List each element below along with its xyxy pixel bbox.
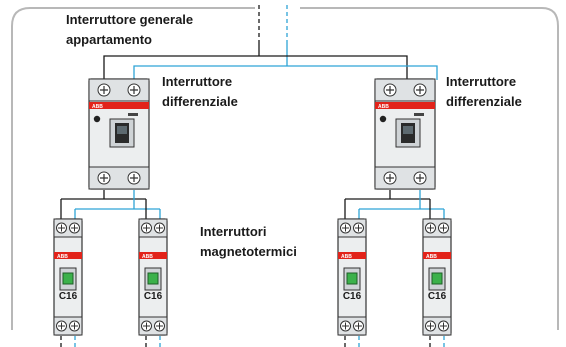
rcd-left [88, 78, 150, 190]
outgoing-wires [60, 336, 445, 347]
mcb-4 [422, 218, 452, 336]
mcb-group-label-line1: Interruttori [200, 224, 267, 239]
mcb-4-rating: C16 [428, 291, 447, 302]
mcb-1 [53, 218, 83, 336]
mcb-2 [138, 218, 168, 336]
rcd-left-label-line2: differenziale [162, 94, 238, 109]
frame-border [11, 7, 559, 330]
neutral-bus-top [133, 65, 438, 80]
rcd-right-label-line1: Interruttore [446, 74, 517, 89]
phase-bus-top [103, 55, 408, 80]
phase-bus-left [61, 190, 146, 200]
main-switch-label-line2: appartamento [66, 32, 152, 47]
rcd-right-label: Interruttore differenziale [446, 72, 522, 112]
phase-bus-right [345, 190, 430, 200]
neutral-bus-right [359, 190, 444, 210]
neutral-bus-left [75, 190, 160, 210]
mcb-3 [337, 218, 367, 336]
rcd-left-label: Interruttore differenziale [162, 72, 238, 112]
mcb-2-rating: C16 [144, 291, 163, 302]
mcb-group-label: Interruttori magnetotermici [200, 222, 297, 262]
mcb-group-label-line2: magnetotermici [200, 244, 297, 259]
mcb-3-rating: C16 [343, 291, 362, 302]
rcd-right-label-line2: differenziale [446, 94, 522, 109]
rcd-right [374, 78, 436, 190]
mcb-1-rating: C16 [59, 291, 78, 302]
main-switch-label-line1: Interruttore generale [66, 12, 194, 27]
rcd-left-label-line1: Interruttore [162, 74, 233, 89]
main-switch-label: Interruttore generale appartamento [66, 10, 193, 50]
